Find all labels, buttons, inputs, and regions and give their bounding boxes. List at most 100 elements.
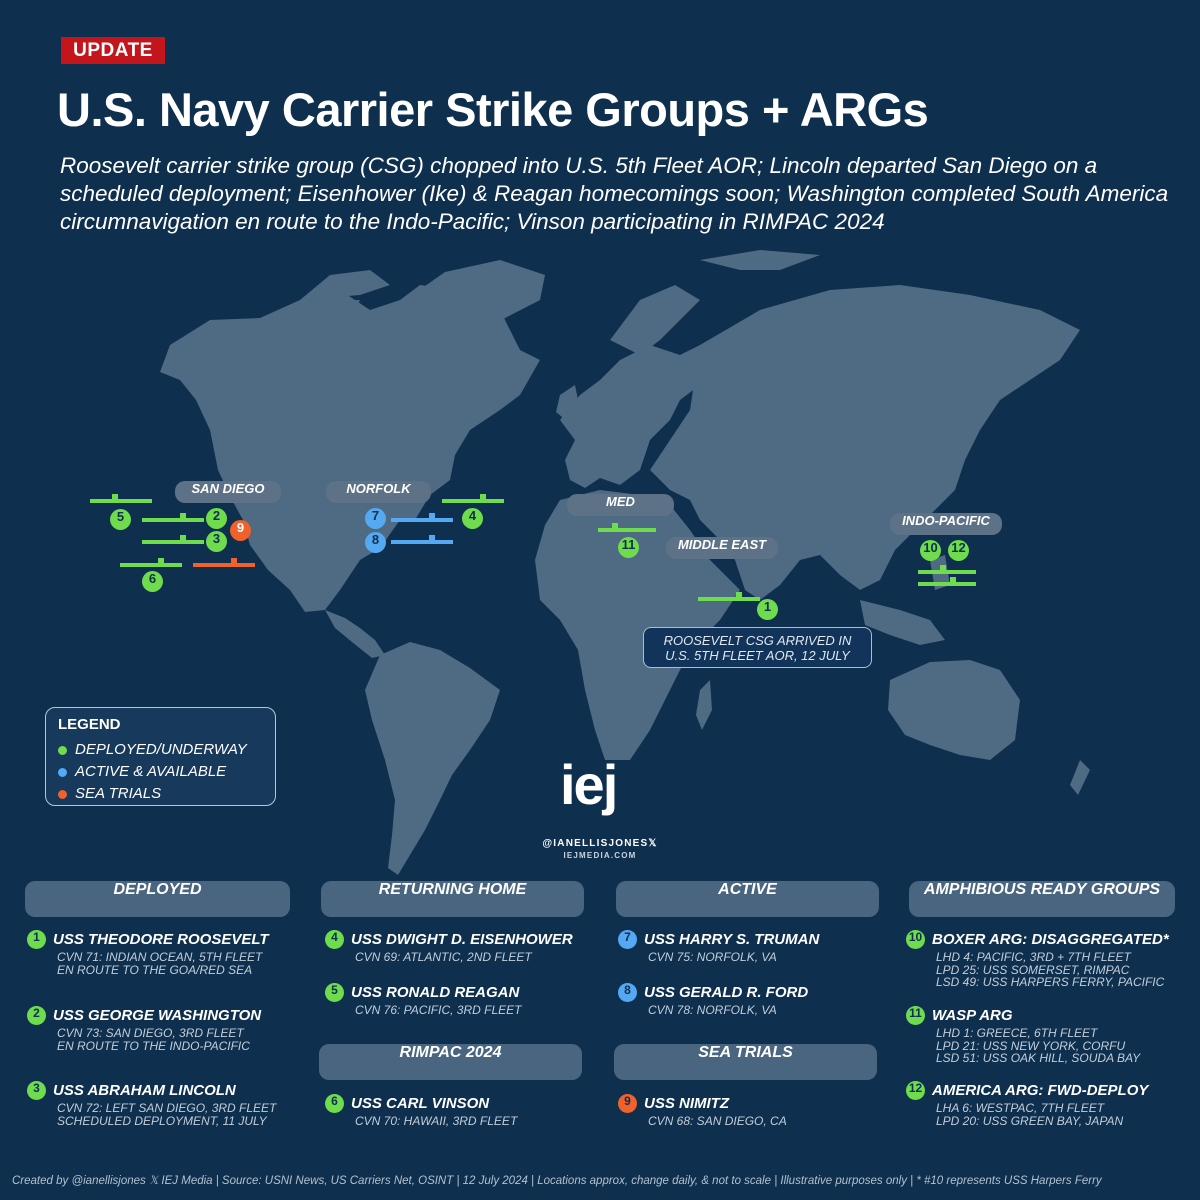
marker-badge: 6 <box>325 1094 344 1113</box>
central-america-landmass <box>325 610 385 658</box>
uk-landmass <box>556 385 580 422</box>
ship-detail: CVN 68: SAN DIEGO, CA <box>648 1114 787 1128</box>
legend-item-deployed: DEPLOYED/UNDERWAY <box>58 739 263 761</box>
heading-returning-home: RETURNING HOME <box>321 881 584 917</box>
region-label-middle-east: MIDDLE EAST <box>666 537 778 559</box>
marker-badge: 7 <box>618 930 637 949</box>
marker-badge: 9 <box>618 1094 637 1113</box>
ship-9 <box>193 563 255 567</box>
marker-badge: 8 <box>618 983 637 1002</box>
ship-name: USS DWIGHT D. EISENHOWER <box>351 931 573 948</box>
asia-landmass <box>650 285 1080 600</box>
ship-icons <box>90 494 976 601</box>
map-marker-12: 12 <box>948 540 969 561</box>
europe-landmass <box>560 345 720 488</box>
legend-label: ACTIVE & AVAILABLE <box>75 763 227 780</box>
ship-detail: CVN 78: NORFOLK, VA <box>648 1003 777 1017</box>
marker-badge: 5 <box>325 983 344 1002</box>
map-marker-6: 6 <box>142 571 163 592</box>
marker-badge: 11 <box>906 1006 925 1025</box>
region-label-med: MED <box>567 494 674 516</box>
legend-item-sea-trials: SEA TRIALS <box>58 783 263 805</box>
ship-name: USS GEORGE WASHINGTON <box>53 1007 262 1024</box>
blue-dot-icon <box>58 767 67 777</box>
ship-3 <box>142 540 204 544</box>
ship-11 <box>598 528 656 532</box>
logo-site: IEJMEDIA.COM <box>563 851 637 860</box>
ship-name: USS HARRY S. TRUMAN <box>644 931 820 948</box>
map-marker-7: 7 <box>365 508 386 529</box>
ship-12a <box>918 570 976 574</box>
ship-6 <box>120 563 182 567</box>
region-label-indo-pacific: INDO-PACIFIC <box>890 513 1002 535</box>
map-marker-3: 3 <box>206 531 227 552</box>
scandinavia-landmass <box>610 285 700 355</box>
ship-detail: CVN 70: HAWAII, 3RD FLEET <box>355 1114 518 1128</box>
ship-name: USS CARL VINSON <box>351 1095 490 1112</box>
ship-7 <box>391 518 453 522</box>
ship-name: BOXER ARG: DISAGGREGATED* <box>932 931 1169 948</box>
marker-badge: 4 <box>325 930 344 949</box>
heading-arg: AMPHIBIOUS READY GROUPS <box>909 881 1175 917</box>
legend-label: DEPLOYED/UNDERWAY <box>75 741 247 758</box>
new-zealand-landmass <box>1070 760 1090 795</box>
ship-name: USS ABRAHAM LINCOLN <box>53 1082 236 1099</box>
map-marker-4: 4 <box>462 508 483 529</box>
heading-active: ACTIVE <box>616 881 879 917</box>
iej-logo: iej <box>560 753 618 816</box>
footer-credits: Created by @ianellisjones 𝕏 IEJ Media | … <box>12 1175 1102 1187</box>
ship-name: USS THEODORE ROOSEVELT <box>53 931 269 948</box>
region-label-norfolk: NORFOLK <box>326 481 431 503</box>
ship-detail: CVN 76: PACIFIC, 3RD FLEET <box>355 1003 522 1017</box>
heading-sea-trials: SEA TRIALS <box>614 1044 877 1080</box>
ship-5 <box>90 499 152 503</box>
region-label-san-diego: SAN DIEGO <box>175 481 281 503</box>
legend-label: SEA TRIALS <box>75 785 162 802</box>
arctic-islands <box>300 270 390 320</box>
callout-line-2: U.S. 5TH FLEET AOR, 12 JULY <box>665 648 850 663</box>
roosevelt-callout: ROOSEVELT CSG ARRIVED IN U.S. 5TH FLEET … <box>643 627 872 668</box>
page-title: U.S. Navy Carrier Strike Groups + ARGs <box>57 83 929 136</box>
callout-line-1: ROOSEVELT CSG ARRIVED IN <box>663 633 852 648</box>
north-america-landmass <box>160 285 540 612</box>
marker-badge: 1 <box>27 930 46 949</box>
map-marker-5: 5 <box>110 509 131 530</box>
ship-detail: CVN 75: NORFOLK, VA <box>648 950 777 964</box>
legend-item-active: ACTIVE & AVAILABLE <box>58 761 263 783</box>
ship-name: WASP ARG <box>932 1007 1013 1024</box>
update-badge: UPDATE <box>61 37 165 64</box>
madagascar-landmass <box>696 680 712 730</box>
heading-deployed: DEPLOYED <box>25 881 290 917</box>
ship-8 <box>391 540 453 544</box>
ship-2 <box>142 518 204 522</box>
ship-12b <box>918 582 976 586</box>
logo-handle: @IANELLISJONES𝕏 <box>542 838 658 849</box>
page-subtitle: Roosevelt carrier strike group (CSG) cho… <box>60 153 1169 234</box>
map-marker-1: 1 <box>757 599 778 620</box>
marker-badge: 12 <box>906 1081 925 1100</box>
ship-name: USS RONALD REAGAN <box>351 984 520 1001</box>
ship-name: USS NIMITZ <box>644 1095 729 1112</box>
marker-badge: 3 <box>27 1081 46 1100</box>
map-marker-8: 8 <box>365 532 386 553</box>
marker-badge: 10 <box>906 930 925 949</box>
legend: LEGEND DEPLOYED/UNDERWAY ACTIVE & AVAILA… <box>45 707 276 806</box>
map-marker-9: 9 <box>230 520 251 541</box>
map-marker-2: 2 <box>206 508 227 529</box>
heading-rimpac: RIMPAC 2024 <box>319 1044 582 1080</box>
ship-detail: CVN 69: ATLANTIC, 2ND FLEET <box>355 950 532 964</box>
japan-landmass <box>935 430 962 500</box>
map-marker-11: 11 <box>618 537 639 558</box>
ship-4 <box>442 499 504 503</box>
legend-title: LEGEND <box>58 716 121 733</box>
ship-1 <box>698 597 760 601</box>
south-america-landmass <box>365 642 500 875</box>
